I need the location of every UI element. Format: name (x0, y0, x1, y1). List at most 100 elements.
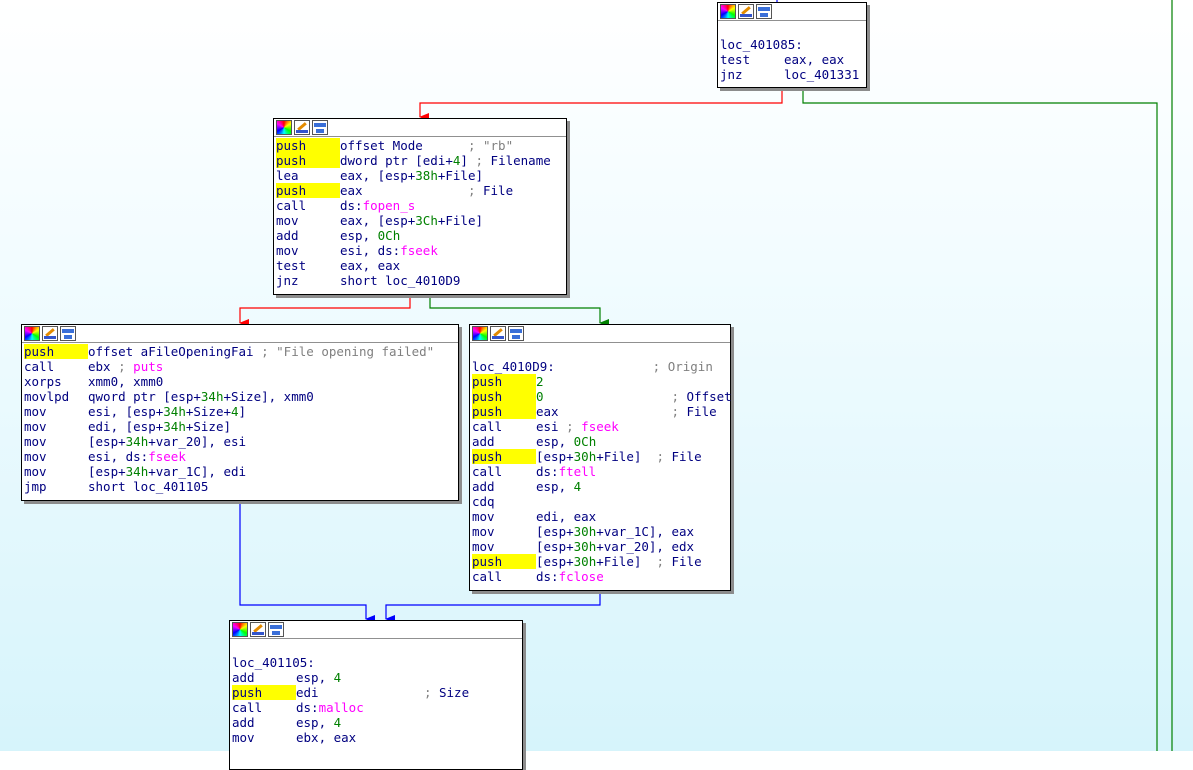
color-palette-icon[interactable] (472, 326, 488, 341)
spacer (641, 554, 656, 569)
numeric-operand: 4 (333, 715, 342, 730)
graph-overview-icon[interactable] (312, 120, 328, 135)
comment: ; (656, 449, 664, 464)
color-palette-icon[interactable] (276, 120, 292, 135)
operand: [esp+ (88, 464, 126, 479)
comment: ; (671, 389, 679, 404)
block-toolbar (22, 325, 458, 343)
edge-true-b2-b4 (429, 295, 609, 327)
block-label-line: loc_401085: (720, 37, 864, 52)
block-label-line: loc_4010D9: ; Origin (472, 359, 728, 374)
operand: short loc_401105 (88, 479, 209, 494)
operand: ebx (88, 359, 111, 374)
operand: esp, (536, 434, 574, 449)
rename-edit-icon[interactable] (42, 326, 58, 341)
numeric-operand: 30h (573, 524, 597, 539)
numeric-operand: 0Ch (377, 228, 401, 243)
operand: [esp+ (88, 434, 126, 449)
edge-b4-b5 (385, 591, 601, 623)
graph-overview-icon[interactable] (756, 4, 772, 19)
operand: +File] (596, 449, 642, 464)
operand: esi, [esp+ (88, 404, 164, 419)
graph-overview-icon[interactable] (60, 326, 76, 341)
operand: [esp+ (536, 449, 574, 464)
operand: edi, [esp+ (88, 419, 164, 434)
operand: esp, (536, 479, 574, 494)
graph-overview-icon[interactable] (508, 326, 524, 341)
color-palette-icon[interactable] (24, 326, 40, 341)
mnemonic: push (276, 138, 340, 153)
instruction-line[interactable] (232, 745, 520, 760)
rename-edit-icon[interactable] (250, 622, 266, 637)
operand: esi (536, 419, 559, 434)
rename-edit-icon[interactable] (490, 326, 506, 341)
mnemonic: push (276, 153, 340, 168)
instruction-line[interactable]: mov[esp+30h+var_1C], eax (472, 524, 728, 539)
operand: edi (296, 685, 319, 700)
operand: offset aFileOpeningFai (88, 344, 254, 359)
mnemonic: push (472, 374, 536, 389)
numeric-operand: 34h (163, 404, 186, 419)
graph-overview-icon[interactable] (268, 622, 284, 637)
mnemonic: cdq (472, 494, 495, 509)
operand: +var_20], edx (596, 539, 695, 554)
rename-edit-icon[interactable] (294, 120, 310, 135)
function-name: fopen_s (362, 198, 416, 213)
instruction-line[interactable]: mov[esp+30h+var_20], edx (472, 539, 728, 554)
color-palette-icon[interactable] (232, 622, 248, 637)
block-label-line: loc_401105: (232, 655, 520, 670)
edge-b3-b5 (239, 501, 375, 623)
instruction-line[interactable]: cdq (472, 494, 728, 509)
instruction-line[interactable]: mov[esp+34h+var_1C], edi (24, 464, 456, 479)
mnemonic: push (472, 554, 536, 569)
instruction-line[interactable]: push[esp+30h+File] ; File (472, 554, 728, 569)
color-palette-icon[interactable] (720, 4, 736, 19)
instruction-line[interactable]: mov[esp+34h+var_20], esi (24, 434, 456, 449)
numeric-operand: 3Ch (415, 213, 438, 228)
rename-edit-icon[interactable] (738, 4, 754, 19)
instruction-line[interactable]: push[esp+30h+File] ; File (472, 449, 728, 464)
spacer (559, 404, 672, 419)
block-toolbar (230, 621, 522, 639)
